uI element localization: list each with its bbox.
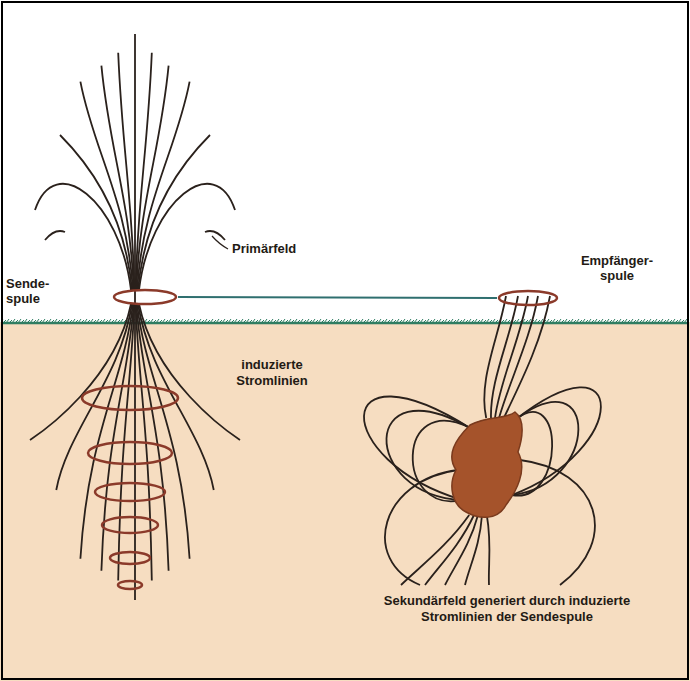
coil-cable	[178, 297, 497, 298]
field-label: induzierte Stromlinien	[210, 356, 334, 390]
field-label: Primärfeld	[229, 240, 299, 258]
coil-ring	[114, 290, 176, 304]
coil-ring	[499, 291, 557, 305]
field-label: Sekundärfeld generiert durch induzierte …	[368, 592, 646, 626]
leader-line	[212, 236, 228, 249]
coil: Sende- spule	[112, 288, 178, 306]
coil-label: Sende- spule	[6, 276, 58, 306]
grass	[2, 318, 688, 324]
secondary-field	[364, 296, 601, 585]
induced-currents	[82, 386, 178, 589]
coil-ellipse	[497, 289, 559, 307]
ground	[0, 322, 690, 681]
ore-body	[452, 412, 522, 517]
primary-field	[30, 34, 240, 600]
coil: Empfänger- spule	[497, 289, 559, 307]
coil-label: Empfänger- spule	[571, 253, 663, 283]
air	[0, 0, 690, 322]
coil-ellipse	[112, 288, 178, 306]
ground-line	[2, 322, 688, 325]
